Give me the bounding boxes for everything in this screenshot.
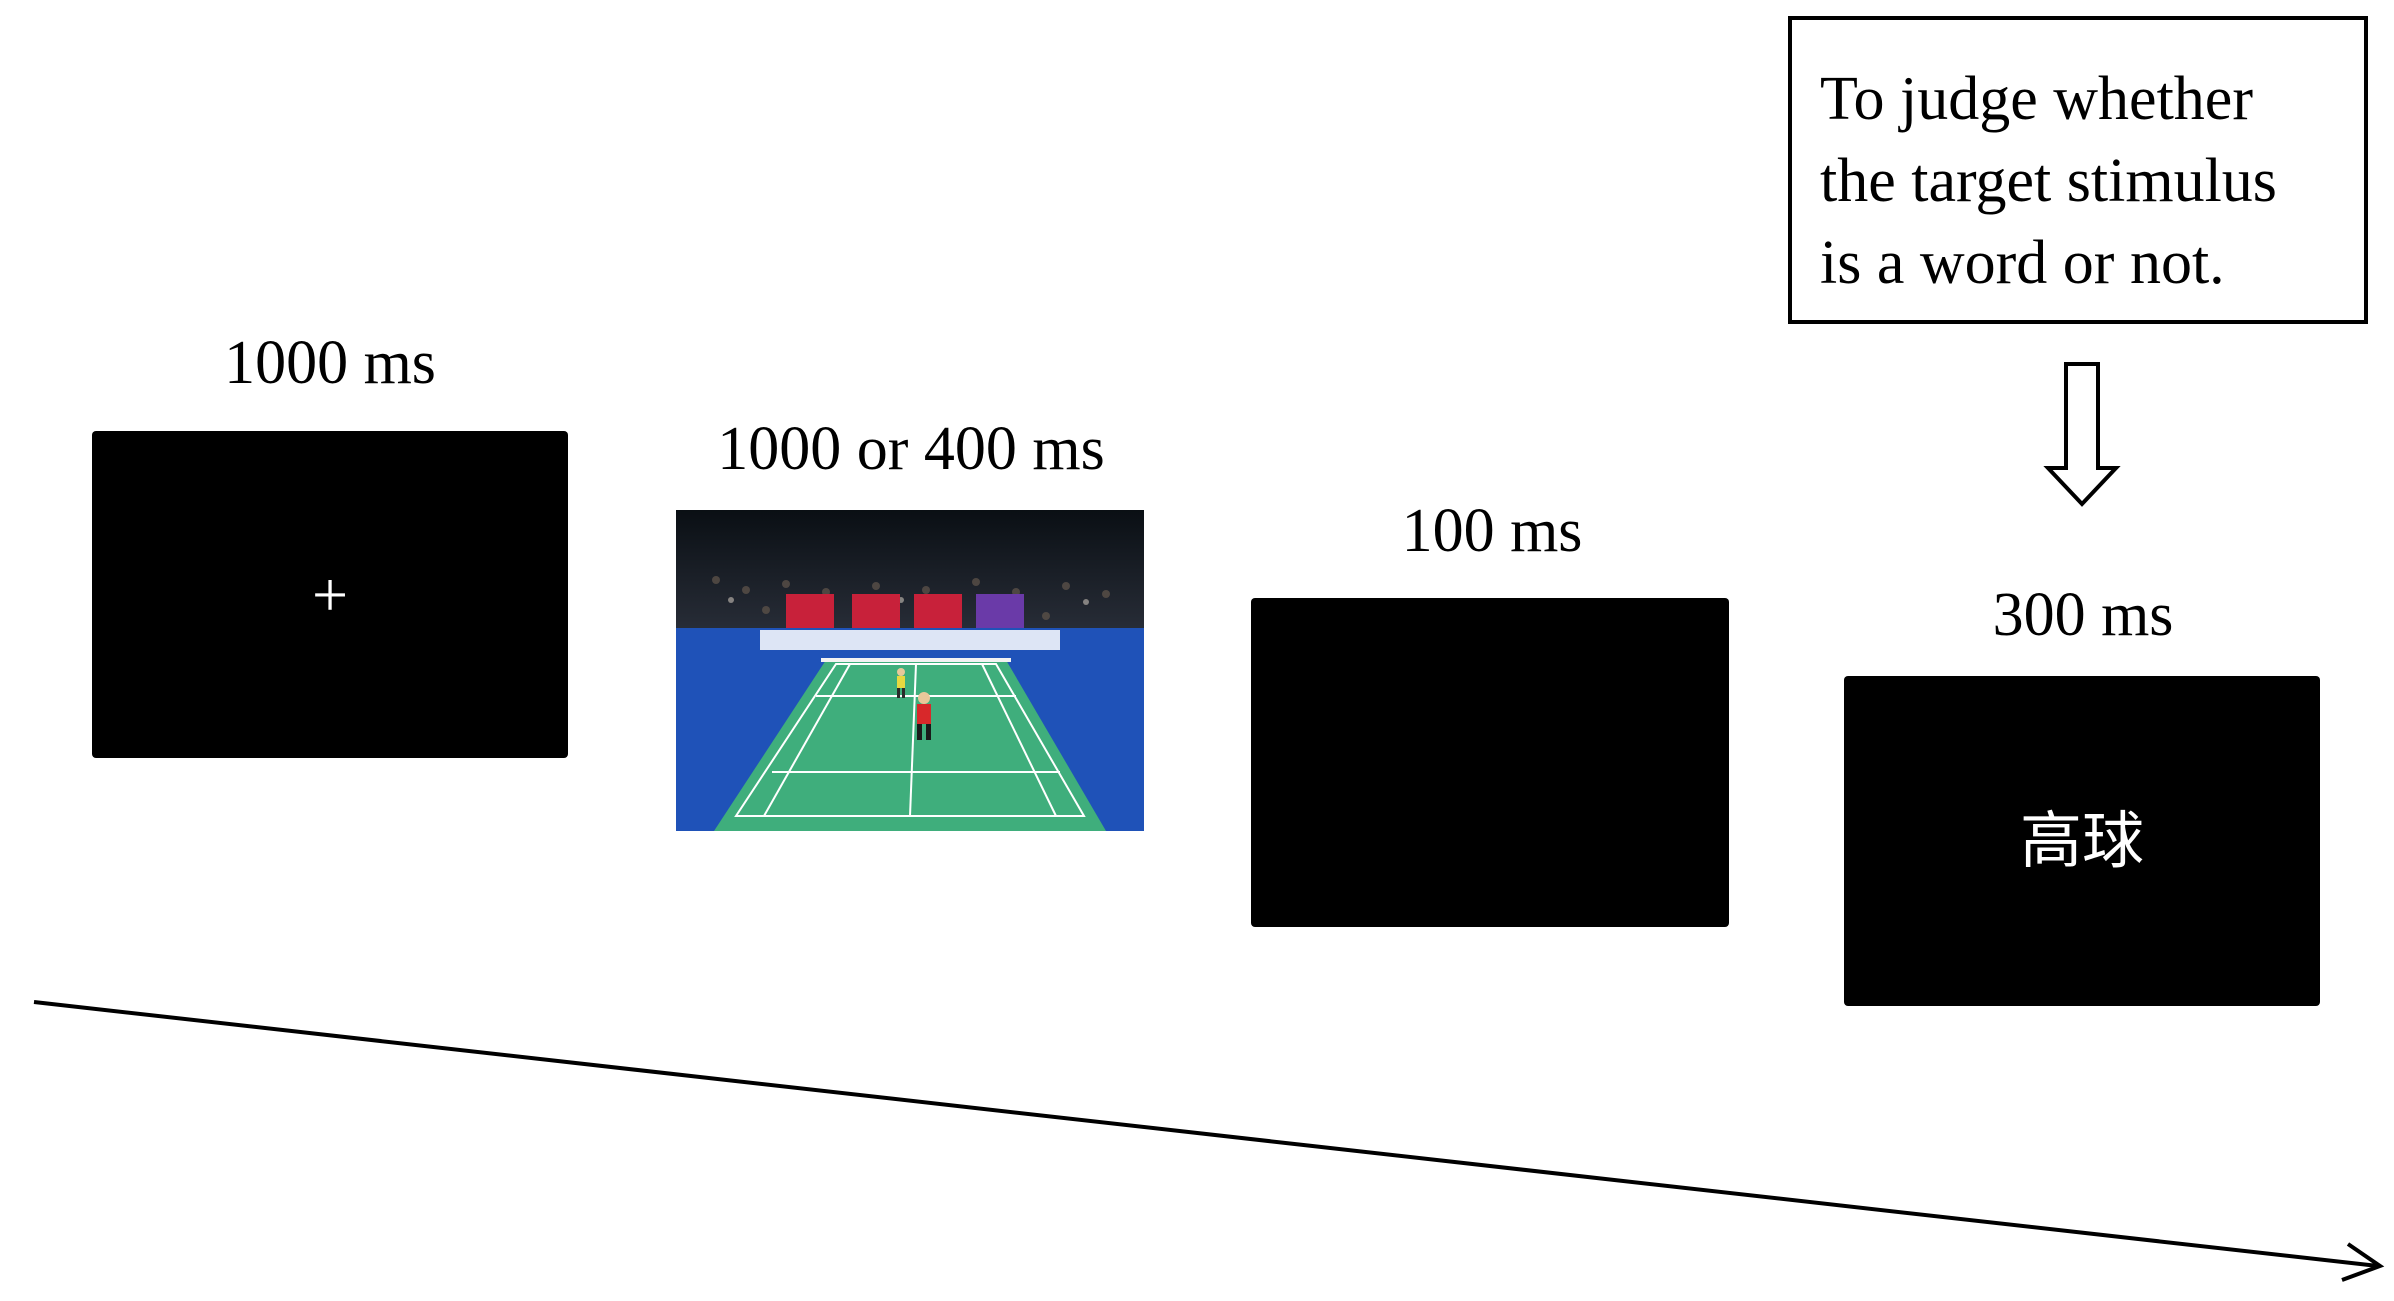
time-axis-arrow-icon: [33, 1000, 2385, 1282]
instruction-line-2: the target stimulus: [1820, 147, 2277, 215]
badminton-scene-image: [676, 510, 1144, 831]
stage-1-duration-label: 1000 ms: [224, 329, 436, 397]
instruction-line-3: is a word or not.: [1820, 229, 2225, 297]
stage-3-duration-label: 100 ms: [1401, 497, 1583, 565]
fixation-cross: +: [311, 558, 349, 630]
hollow-down-arrow-icon: [2043, 362, 2121, 507]
target-screen: 高球: [1844, 676, 2320, 1006]
instruction-line-1: To judge whether: [1820, 65, 2253, 133]
target-word: 高球: [2019, 804, 2145, 877]
instruction-box: To judge whether the target stimulus is …: [1788, 16, 2368, 324]
stage-2-duration-label: 1000 or 400 ms: [717, 415, 1105, 483]
fixation-screen: +: [92, 431, 568, 758]
badminton-court-illustration: [676, 510, 1144, 831]
blank-screen: [1251, 598, 1729, 927]
stage-4-duration-label: 300 ms: [1992, 581, 2174, 649]
